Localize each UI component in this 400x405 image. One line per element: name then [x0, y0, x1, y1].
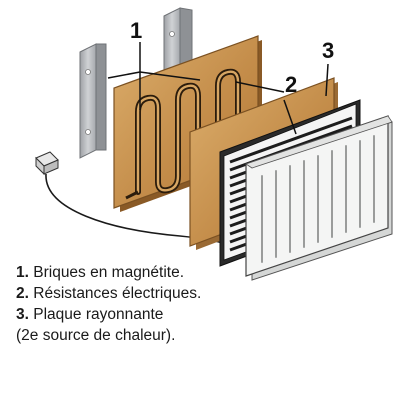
- legend-number: 1.: [16, 264, 29, 281]
- callout-leaders: [107, 42, 329, 135]
- callout-2: 2: [285, 72, 298, 97]
- legend-item-3-continued: (2e source de chaleur).: [16, 325, 386, 346]
- front-radiant-panel: [245, 115, 393, 281]
- legend-text: (2e source de chaleur).: [16, 327, 176, 344]
- legend: 1. Briques en magnétite. 2. Résistances …: [16, 262, 386, 346]
- legend-text: Briques en magnétite.: [33, 264, 185, 281]
- legend-item-3: 3. Plaque rayonnante: [16, 304, 386, 325]
- legend-number: 3.: [16, 306, 29, 323]
- legend-item-2: 2. Résistances électriques.: [16, 283, 386, 304]
- power-plug: [35, 151, 59, 176]
- legend-text: Plaque rayonnante: [33, 306, 164, 323]
- legend-text: Résistances électriques.: [33, 285, 202, 302]
- legend-item-1: 1. Briques en magnétite.: [16, 262, 386, 283]
- callout-3: 3: [322, 38, 335, 63]
- legend-number: 2.: [16, 285, 29, 302]
- callout-1: 1: [130, 18, 143, 43]
- wall-bracket-left: [79, 43, 107, 159]
